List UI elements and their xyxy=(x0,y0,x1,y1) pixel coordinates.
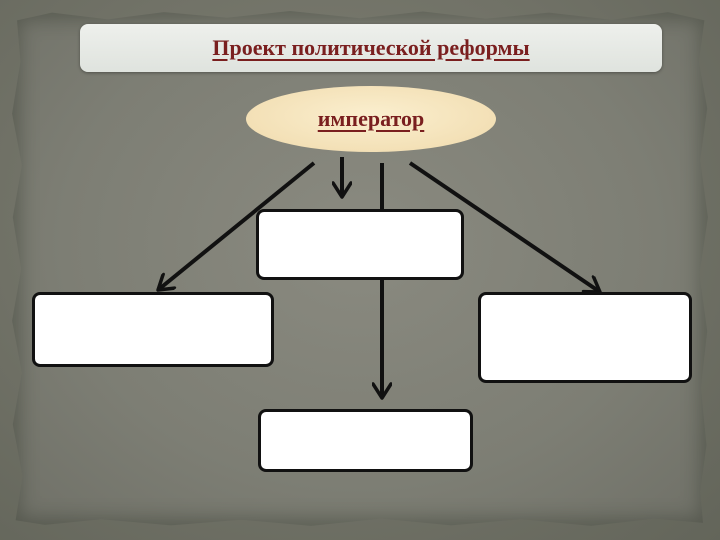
emperor-label: император xyxy=(317,106,425,131)
emperor-node: император xyxy=(246,86,496,152)
empty-box-left xyxy=(32,292,274,367)
arrow-right xyxy=(408,161,600,292)
slide-title: Проект политической реформы xyxy=(212,35,530,60)
empty-box-bottom xyxy=(258,409,473,472)
empty-box-top xyxy=(256,209,464,280)
title-banner: Проект политической реформы xyxy=(80,24,662,72)
arrow-left xyxy=(158,161,316,290)
empty-box-right xyxy=(478,292,692,383)
